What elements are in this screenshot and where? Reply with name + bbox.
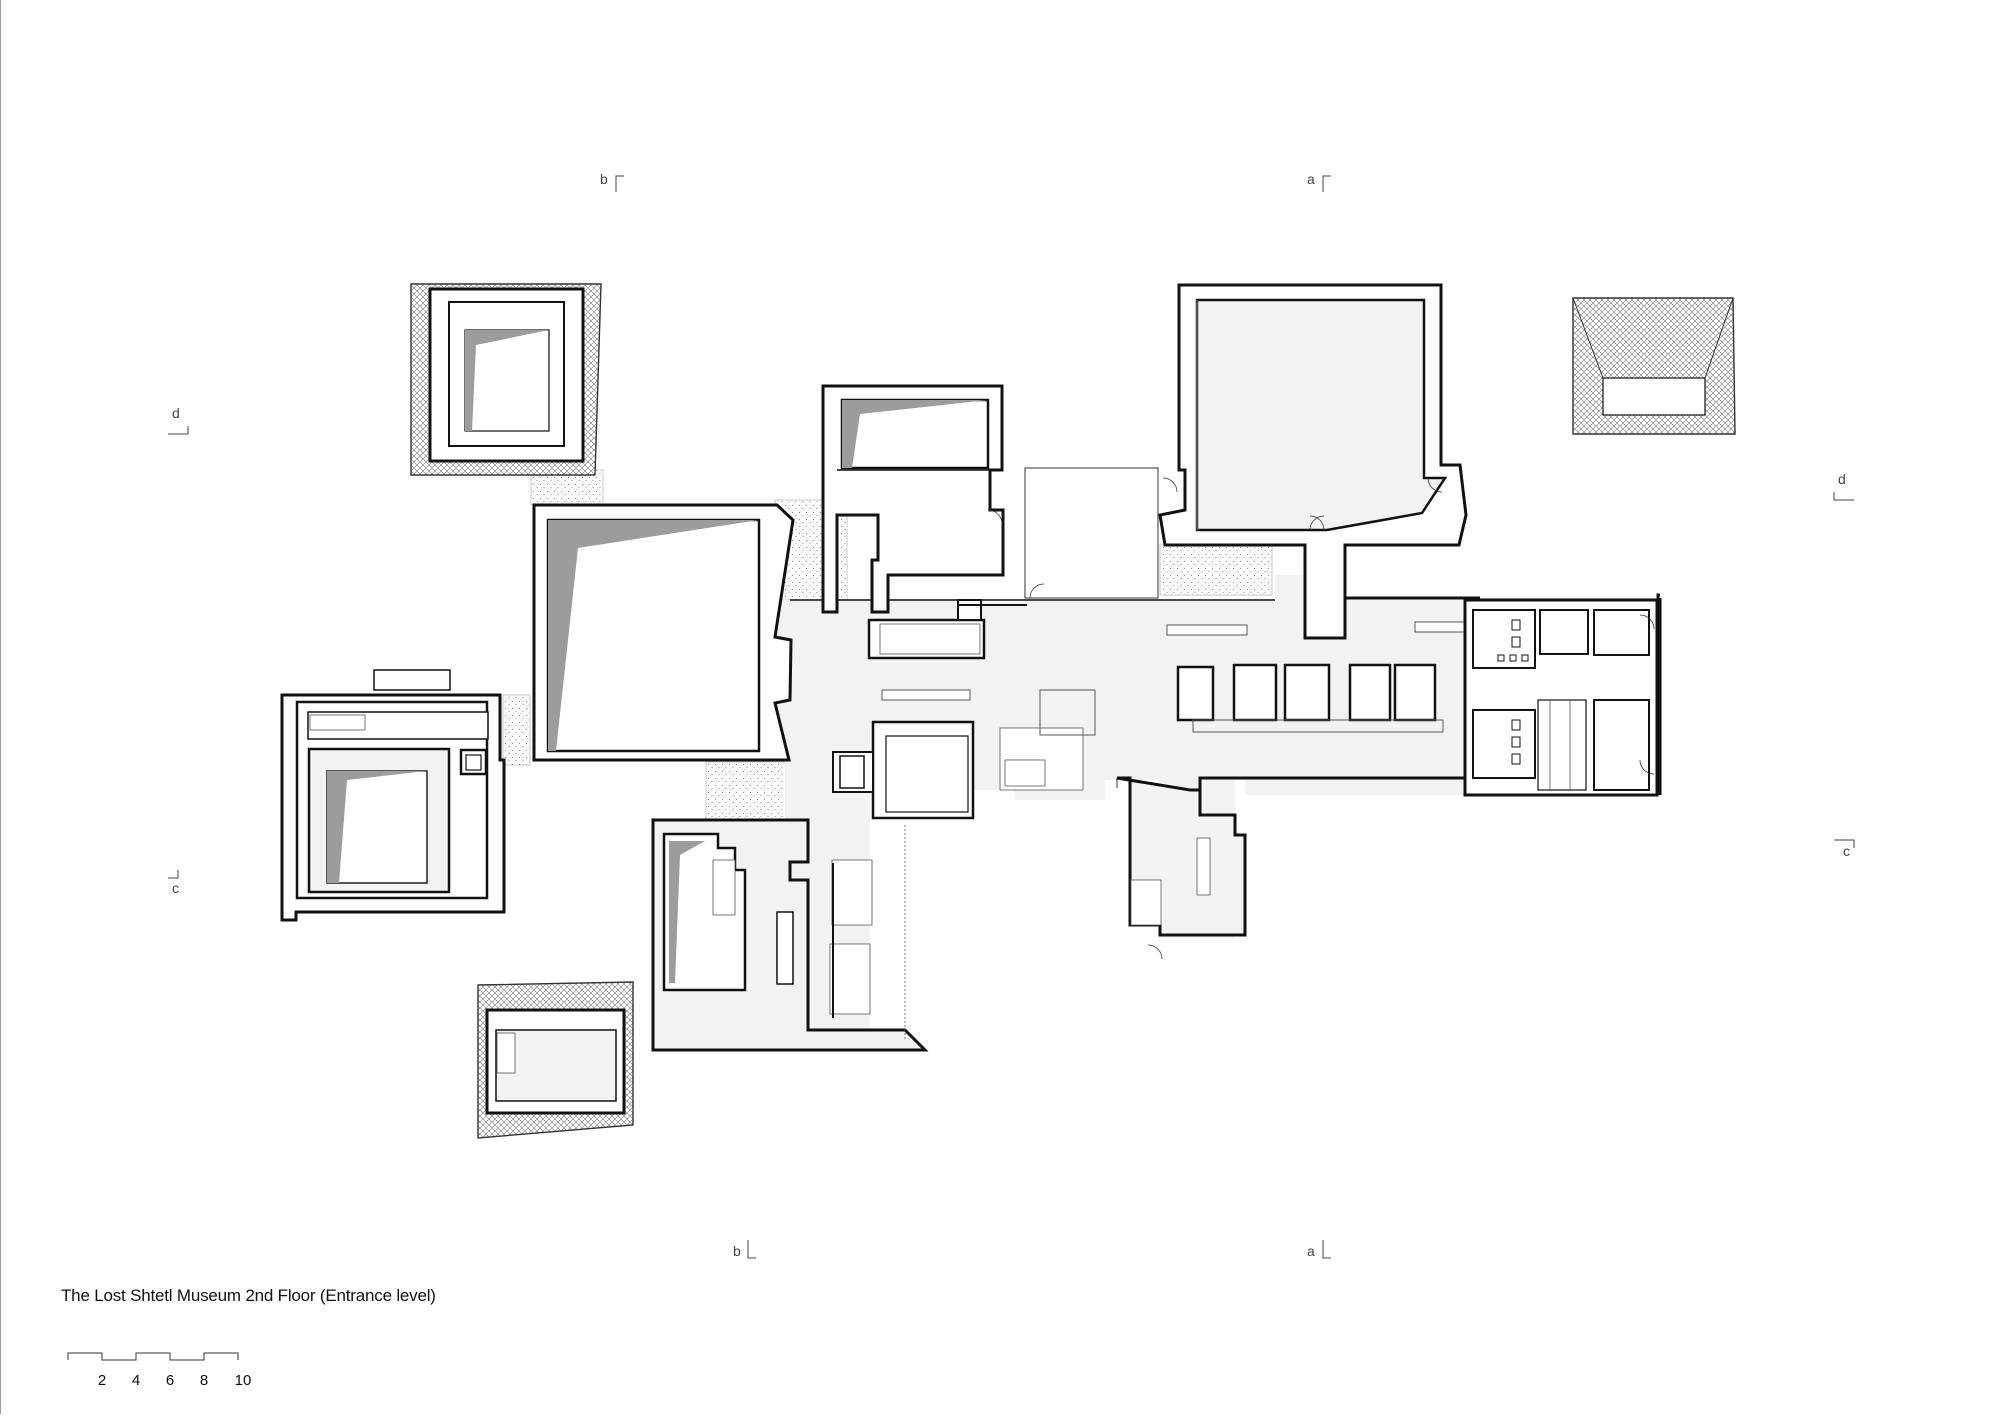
scale-bar: 2 4 6 8 10: [67, 1352, 252, 1389]
section-letter: b: [600, 171, 608, 187]
courtyard: [1024, 467, 1159, 599]
section-letter: c: [1843, 843, 1850, 859]
wing-southeast: [1116, 776, 1247, 937]
service-core-east: [1463, 598, 1659, 797]
section-letter: a: [1307, 1243, 1315, 1259]
section-marker-d-left: d: [168, 405, 189, 435]
central-core: [832, 599, 1469, 820]
section-marker-c-right: c: [1834, 839, 1855, 859]
drawing-title: The Lost Shtetl Museum 2nd Floor (Entran…: [61, 1286, 436, 1305]
scale-label: 4: [132, 1372, 140, 1389]
section-letter: c: [172, 880, 179, 896]
gallery-south: [651, 818, 929, 1052]
scale-label: 2: [98, 1372, 106, 1389]
gallery-large-west: [532, 503, 795, 762]
section-marker-b-bottom: b: [733, 1240, 756, 1259]
scale-label: 6: [166, 1372, 174, 1389]
scale-label: 10: [235, 1372, 252, 1389]
gallery-tower-nw: [410, 283, 602, 476]
gallery-large-ne: [1158, 283, 1468, 640]
section-marker-b-top: b: [600, 171, 624, 192]
stair-north: [957, 604, 1027, 606]
section-marker-a-top: a: [1307, 171, 1331, 192]
scale-label: 8: [200, 1372, 208, 1389]
section-letter: a: [1307, 171, 1315, 187]
section-marker-d-right: d: [1833, 471, 1854, 501]
section-letter: d: [172, 405, 180, 421]
gallery-tower-sw: [477, 981, 634, 1139]
section-letter: b: [733, 1243, 741, 1259]
gallery-upper-middle: [821, 384, 1005, 614]
section-marker-a-bottom: a: [1307, 1240, 1331, 1259]
section-letter: d: [1838, 471, 1846, 487]
gallery-west: [280, 669, 506, 922]
section-marker-c-left: c: [168, 870, 179, 896]
sheet-border: [0, 0, 1, 1414]
door-swings: [987, 477, 1655, 960]
display-cases-east: [1176, 663, 1444, 733]
roof-ne: [1572, 297, 1736, 435]
